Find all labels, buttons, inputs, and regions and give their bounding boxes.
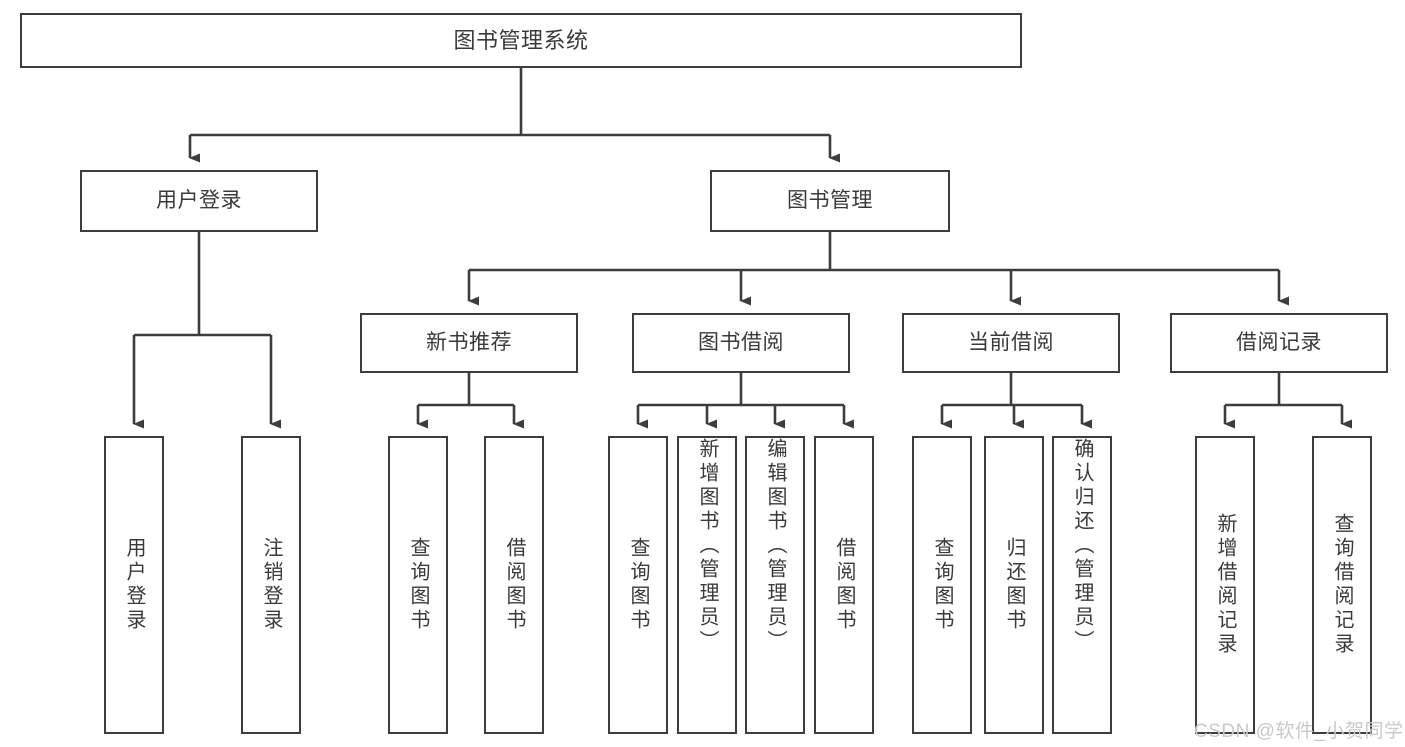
node-label: 图书管理 bbox=[787, 188, 873, 212]
node-label: 注销登录 bbox=[260, 537, 282, 633]
node-label: 确认归还（管理员） bbox=[1071, 438, 1093, 654]
node-leaf-2[interactable]: 查询图书 bbox=[388, 436, 448, 734]
node-leaf-10[interactable]: 确认归还（管理员） bbox=[1052, 436, 1112, 734]
node-level2-3[interactable]: 借阅记录 bbox=[1170, 313, 1388, 373]
node-label: 查询图书 bbox=[931, 537, 953, 633]
node-label: 图书管理系统 bbox=[453, 27, 589, 53]
node-label: 归还图书 bbox=[1003, 537, 1025, 633]
node-label: 查询图书 bbox=[627, 537, 649, 633]
node-level1-0[interactable]: 用户登录 bbox=[80, 170, 318, 232]
node-label: 新增借阅记录 bbox=[1214, 513, 1236, 657]
node-level2-1[interactable]: 图书借阅 bbox=[632, 313, 850, 373]
node-label: 用户登录 bbox=[156, 188, 242, 212]
node-label: 新增图书（管理员） bbox=[696, 438, 718, 654]
node-leaf-1[interactable]: 注销登录 bbox=[241, 436, 301, 734]
node-leaf-11[interactable]: 新增借阅记录 bbox=[1195, 436, 1255, 734]
node-leaf-5[interactable]: 新增图书（管理员） bbox=[677, 436, 737, 734]
node-label: 编辑图书（管理员） bbox=[764, 438, 786, 654]
node-label: 查询借阅记录 bbox=[1331, 513, 1353, 657]
node-root[interactable]: 图书管理系统 bbox=[20, 13, 1022, 68]
node-leaf-4[interactable]: 查询图书 bbox=[608, 436, 668, 734]
node-label: 查询图书 bbox=[407, 537, 429, 633]
node-level1-1[interactable]: 图书管理 bbox=[710, 170, 950, 232]
node-leaf-7[interactable]: 借阅图书 bbox=[814, 436, 874, 734]
node-label: 图书借阅 bbox=[698, 330, 784, 354]
node-leaf-12[interactable]: 查询借阅记录 bbox=[1312, 436, 1372, 734]
node-level2-2[interactable]: 当前借阅 bbox=[902, 313, 1120, 373]
node-leaf-0[interactable]: 用户登录 bbox=[104, 436, 164, 734]
node-leaf-6[interactable]: 编辑图书（管理员） bbox=[745, 436, 805, 734]
csdn-watermark: CSDN @软件_小贺同学 bbox=[1194, 721, 1404, 742]
node-label: 借阅图书 bbox=[833, 537, 855, 633]
node-leaf-9[interactable]: 归还图书 bbox=[984, 436, 1044, 734]
node-label: 借阅图书 bbox=[503, 537, 525, 633]
node-leaf-8[interactable]: 查询图书 bbox=[912, 436, 972, 734]
node-label: 新书推荐 bbox=[426, 330, 512, 354]
node-level2-0[interactable]: 新书推荐 bbox=[360, 313, 578, 373]
node-leaf-3[interactable]: 借阅图书 bbox=[484, 436, 544, 734]
node-label: 借阅记录 bbox=[1236, 330, 1322, 354]
node-label: 用户登录 bbox=[123, 537, 145, 633]
node-label: 当前借阅 bbox=[968, 330, 1054, 354]
